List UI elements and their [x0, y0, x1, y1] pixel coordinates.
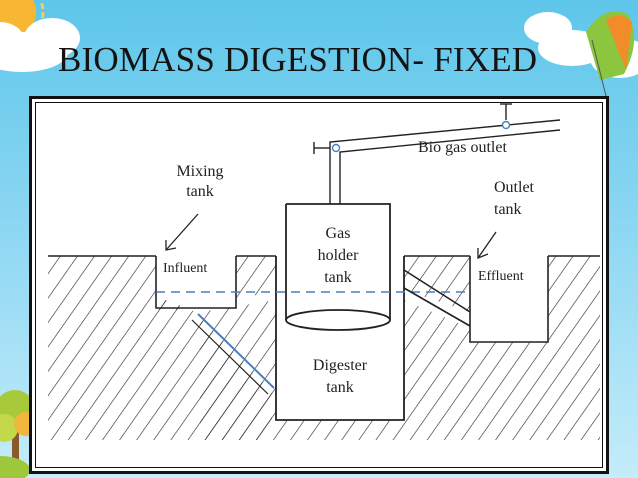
digester-tank-label: tank — [326, 379, 354, 396]
inlet-pipe — [197, 313, 275, 389]
mixing-tank-label: tank — [186, 183, 214, 200]
gas-pipe — [313, 103, 561, 204]
influent-label: Influent — [163, 261, 207, 276]
outlet-tank-label: Outlet — [494, 179, 535, 196]
outlet-tank-label: tank — [494, 201, 522, 218]
mixing-tank — [155, 256, 237, 309]
gas-holder-label: tank — [324, 269, 352, 286]
gas-holder-tank — [285, 203, 391, 331]
gas-holder-label: Gas — [326, 225, 351, 242]
gas-valve-icon — [331, 143, 341, 153]
effluent-label: Effluent — [478, 269, 524, 284]
outlet-tank — [469, 256, 549, 343]
digester-tank — [275, 256, 405, 421]
tree-icon — [0, 390, 38, 478]
overflow-passage — [403, 269, 471, 327]
balloon-icon — [586, 11, 635, 97]
gas-holder-label: holder — [318, 247, 360, 264]
mixing-tank-label: Mixing — [176, 163, 223, 180]
gas-valve-icon — [501, 120, 511, 130]
digester-tank-label: Digester — [313, 357, 368, 374]
slide-title: BIOMASS DIGESTION- FIXED — [58, 40, 538, 79]
cloud-icon — [0, 18, 80, 72]
bio-gas-outlet-label: Bio gas outlet — [418, 139, 507, 156]
label-arrows — [165, 213, 497, 259]
